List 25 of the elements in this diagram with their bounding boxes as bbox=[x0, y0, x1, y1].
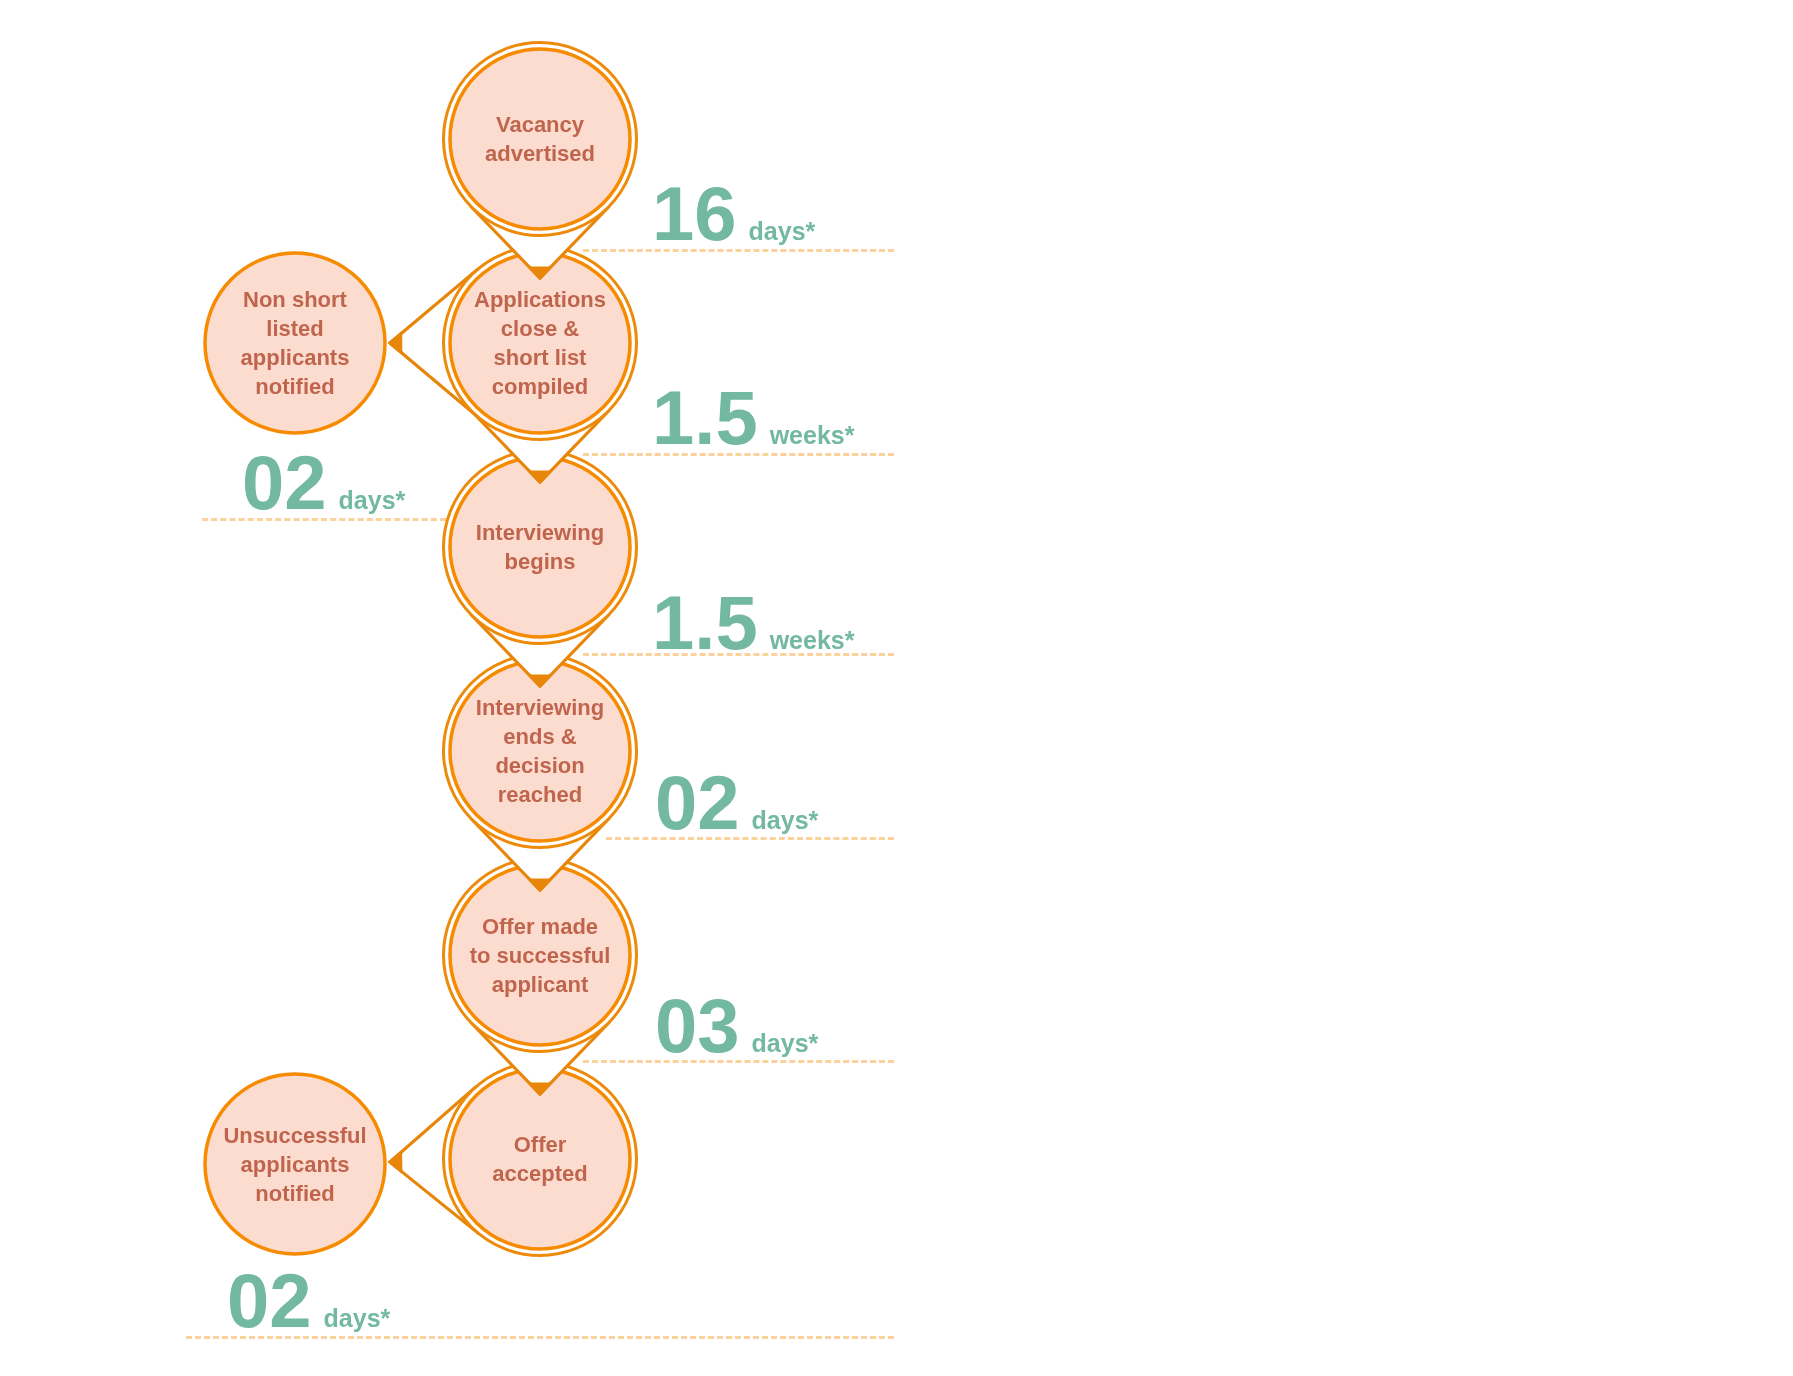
duration-number: 16 bbox=[652, 176, 737, 252]
node-label: Vacancy advertised bbox=[483, 111, 597, 168]
duration-number: 02 bbox=[242, 445, 327, 521]
notification-circle bbox=[203, 1072, 387, 1256]
duration-unit: weeks* bbox=[769, 628, 855, 653]
node-label: Unsuccessful applicants notified bbox=[222, 1121, 368, 1208]
notification-circle bbox=[203, 251, 387, 435]
duration-unit: days* bbox=[323, 1306, 391, 1331]
node-label: Interviewing begins bbox=[474, 519, 606, 576]
duration-unit: days* bbox=[338, 488, 406, 513]
duration-number: 1.5 bbox=[652, 380, 758, 456]
node-label: Applications close & short list compiled bbox=[474, 286, 606, 401]
duration-number: 02 bbox=[227, 1263, 312, 1339]
node-label: Offer accepted bbox=[491, 1131, 589, 1188]
duration-number: 02 bbox=[655, 765, 740, 841]
milestone-circle bbox=[442, 41, 638, 237]
duration-number: 1.5 bbox=[652, 585, 758, 661]
duration-unit: weeks* bbox=[769, 423, 855, 448]
node-label: Non short listed applicants notified bbox=[239, 286, 351, 401]
duration-unit: days* bbox=[751, 1031, 819, 1056]
duration-number: 03 bbox=[655, 988, 740, 1064]
duration-unit: days* bbox=[751, 808, 819, 833]
node-label: Interviewing ends & decision reached bbox=[474, 694, 606, 809]
duration-unit: days* bbox=[748, 219, 816, 244]
node-label: Offer made to successful applicant bbox=[469, 912, 611, 999]
